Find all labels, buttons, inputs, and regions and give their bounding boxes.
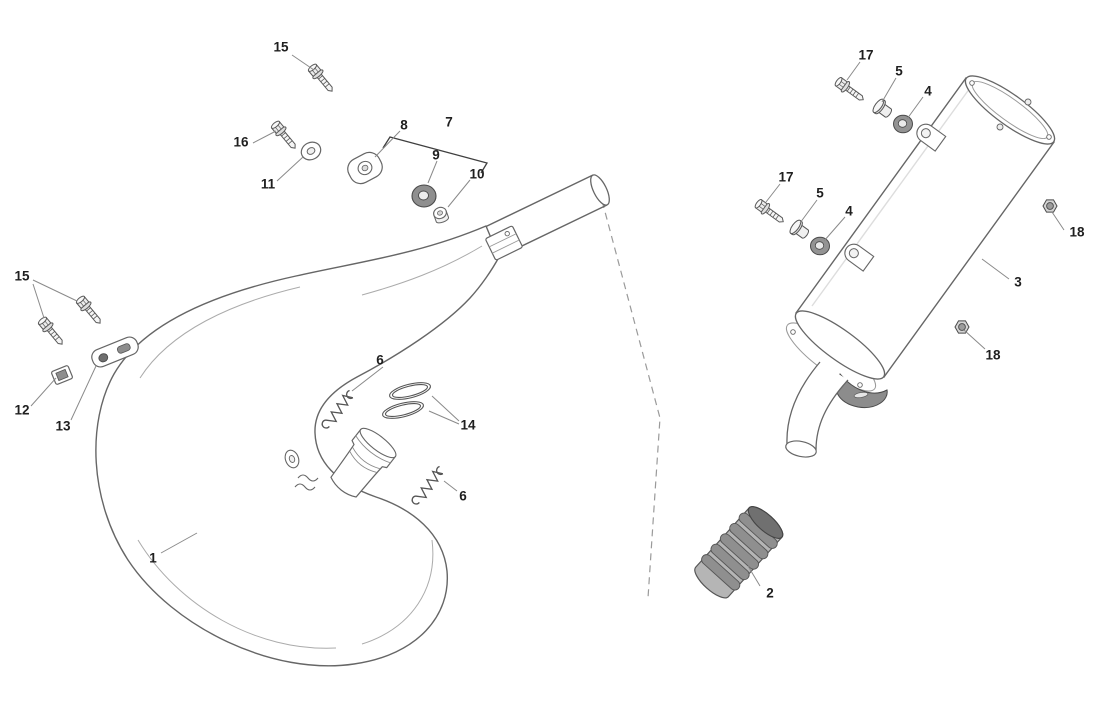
part-bolt-15-left-b xyxy=(73,293,106,328)
part-bolt-17-lower xyxy=(752,196,788,228)
callout-part-18-upper: 18 xyxy=(1069,224,1085,240)
callout-part-14: 14 xyxy=(460,417,476,433)
part-clip-12 xyxy=(51,365,73,385)
callout-part-18-lower: 18 xyxy=(985,347,1001,363)
part-bolt-16 xyxy=(268,118,301,153)
callout-part-5-upper: 5 xyxy=(895,63,903,79)
part-nut-18-lower xyxy=(954,320,970,334)
part-grommet-4-upper xyxy=(893,114,913,134)
callout-part-15-top: 15 xyxy=(273,39,289,55)
callout-part-15-left: 15 xyxy=(14,268,30,284)
separation-dashed-line xyxy=(595,177,661,599)
header-pipe-inlet xyxy=(590,174,610,206)
silencer-end-cap xyxy=(964,75,1056,145)
part-gasket-ring-14-a xyxy=(387,378,433,404)
callout-part-4-upper: 4 xyxy=(924,83,932,99)
part-spring-6-lower xyxy=(409,463,446,508)
part-grommet-9 xyxy=(411,184,437,208)
part-bolt-15-left-a xyxy=(35,314,68,349)
hanger-strap xyxy=(835,373,888,409)
callout-part-2: 2 xyxy=(766,585,774,601)
part-bracket-13 xyxy=(91,336,139,368)
part-mount-bracket-8 xyxy=(347,151,383,185)
part-silencer xyxy=(785,75,1056,458)
callout-part-17-upper: 17 xyxy=(858,47,874,63)
callout-part-16: 16 xyxy=(233,134,249,150)
part-bolt-15-top xyxy=(305,61,338,96)
callout-part-12: 12 xyxy=(14,402,30,418)
callout-part-13: 13 xyxy=(55,418,71,434)
header-clamp xyxy=(485,225,523,261)
callout-part-4-lower: 4 xyxy=(845,203,853,219)
leader-lines xyxy=(30,54,1065,587)
callout-part-9: 9 xyxy=(432,147,440,163)
part-rubber-sleeve-2 xyxy=(694,506,784,599)
callout-part-17-lower: 17 xyxy=(778,169,794,185)
part-washer-11 xyxy=(300,141,322,161)
callout-part-5-lower: 5 xyxy=(816,185,824,201)
callout-part-7: 7 xyxy=(445,114,453,130)
flex-marks xyxy=(294,474,319,491)
part-nut-18-upper xyxy=(1042,199,1058,213)
part-expansion-chamber xyxy=(95,174,610,667)
part-spacer-5-lower xyxy=(787,217,813,243)
callout-part-6-lower: 6 xyxy=(459,488,467,504)
part-bolt-17-upper xyxy=(832,74,868,106)
bracket-7-line xyxy=(382,136,489,174)
inlet-pipe-mouth xyxy=(785,440,817,458)
callout-part-3: 3 xyxy=(1014,274,1022,290)
outlet-stub xyxy=(330,427,397,498)
callout-part-10: 10 xyxy=(469,166,485,182)
part-grommet-4-lower xyxy=(810,236,830,256)
callout-part-11: 11 xyxy=(260,176,276,192)
part-gasket-ring-14-b xyxy=(380,397,426,423)
callout-part-6-upper: 6 xyxy=(376,352,384,368)
spring-anchor-tab xyxy=(284,449,300,469)
callout-part-1: 1 xyxy=(149,550,157,566)
callout-part-8: 8 xyxy=(400,117,408,133)
part-spacer-10 xyxy=(433,206,450,224)
